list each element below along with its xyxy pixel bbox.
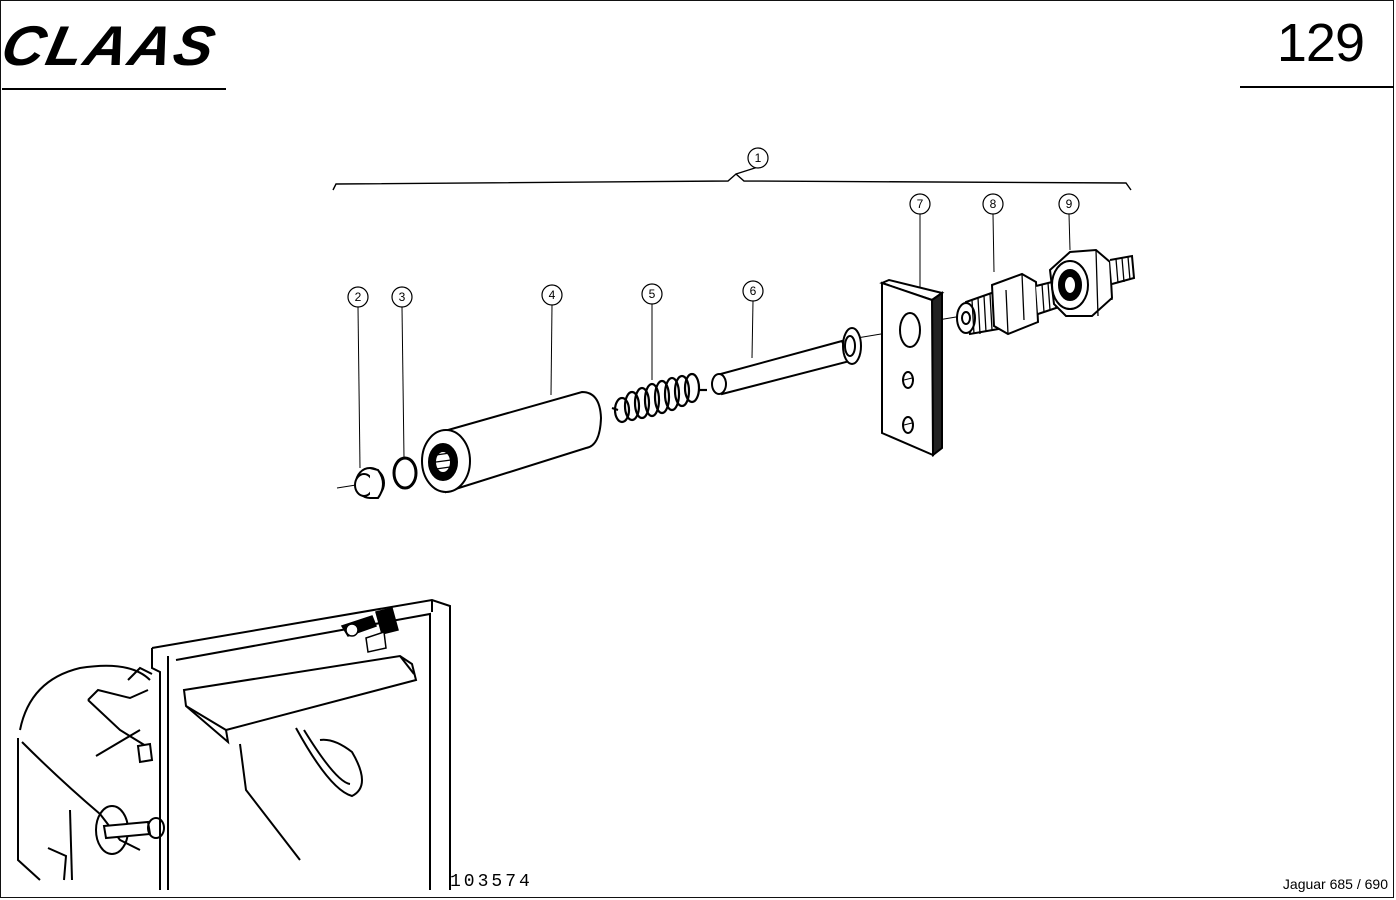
location-marker-arrow [340, 607, 399, 653]
svg-text:3: 3 [399, 290, 406, 304]
part-3-washer [392, 456, 418, 490]
svg-text:9: 9 [1066, 197, 1073, 211]
callout-9: 9 [1058, 193, 1080, 215]
svg-text:6: 6 [750, 284, 757, 298]
callout-5: 5 [641, 283, 663, 305]
part-4-cylinder [421, 390, 603, 494]
svg-text:5: 5 [649, 287, 656, 301]
page-number: 129 [1276, 13, 1365, 73]
svg-text:1: 1 [755, 151, 762, 165]
svg-text:7: 7 [917, 197, 924, 211]
callout-7: 7 [909, 193, 931, 215]
page-number-underline [1240, 86, 1394, 88]
logo-underline [2, 88, 226, 90]
drawing-number: 103574 [450, 872, 533, 892]
svg-text:4: 4 [549, 288, 556, 302]
callout-leaders [357, 213, 1071, 469]
assembly-bracket [332, 166, 1132, 191]
part-2-cap [354, 467, 385, 499]
svg-text:8: 8 [990, 197, 997, 211]
part-9-nut [1048, 248, 1136, 317]
part-6-pin [711, 327, 862, 396]
callout-6: 6 [742, 280, 764, 302]
part-7-plate [879, 278, 945, 458]
part-5-spring [611, 372, 707, 424]
callout-3: 3 [391, 286, 413, 308]
model-label: Jaguar 685 / 690 [1282, 876, 1388, 892]
callout-8: 8 [982, 193, 1004, 215]
location-inset-drawing [17, 598, 451, 890]
callout-2: 2 [347, 286, 369, 308]
part-8-union [956, 272, 1064, 336]
callout-4: 4 [541, 284, 563, 306]
svg-text:2: 2 [355, 290, 362, 304]
callout-1: 1 [747, 147, 769, 169]
